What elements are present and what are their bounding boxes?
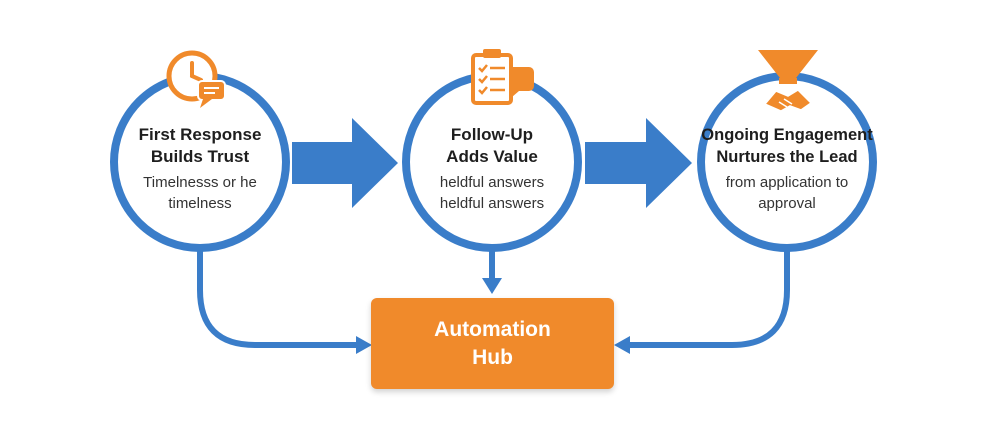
step-3-desc-line1: from application to <box>725 174 849 191</box>
step-1-desc-line2: timelness <box>168 195 232 212</box>
step-2-desc-line1: heldful answers <box>439 174 545 191</box>
arrow-step1-to-step2 <box>292 118 398 208</box>
hub-label-line2: Hub <box>472 345 513 369</box>
step-1-title-line2: Builds Trust <box>150 147 250 166</box>
hub-label-line1: Automation <box>434 317 551 341</box>
step-3-title: Ongoing Engagement Nurtures the Lead <box>687 124 887 168</box>
connector-right-to-hub <box>626 248 790 348</box>
step-1-title-line1: First Response <box>138 125 262 144</box>
step-1-title: First Response Builds Trust <box>110 124 290 168</box>
step-2-description: heldful answers heldful answers <box>402 172 582 214</box>
step-3-title-line1: Ongoing Engagement <box>701 126 873 144</box>
step-2-title: Follow-Up Adds Value <box>402 124 582 168</box>
arrowhead-middle-to-hub <box>482 278 502 294</box>
funnel-handshake-icon <box>758 50 818 112</box>
arrowhead-left-to-hub <box>356 336 372 354</box>
step-1-description: Timelnesss or he timelness <box>110 172 290 214</box>
step-3-desc-line2: approval <box>758 195 816 212</box>
checklist-chat-icon <box>471 49 534 105</box>
step-1-desc-line1: Timelnesss or he <box>143 174 257 191</box>
clock-chat-icon <box>166 50 226 108</box>
step-3-description: from application to approval <box>697 172 877 214</box>
arrow-step2-to-step3 <box>585 118 692 208</box>
step-2-title-line1: Follow-Up <box>450 125 534 144</box>
arrowhead-right-to-hub <box>614 336 630 354</box>
automation-hub-box: Automation Hub <box>371 298 614 389</box>
step-3-title-line2: Nurtures the Lead <box>716 148 858 166</box>
connector-left-to-hub <box>197 248 360 348</box>
step-2-desc-line2: heldful answers <box>439 195 545 212</box>
step-2-title-line2: Adds Value <box>446 147 538 166</box>
